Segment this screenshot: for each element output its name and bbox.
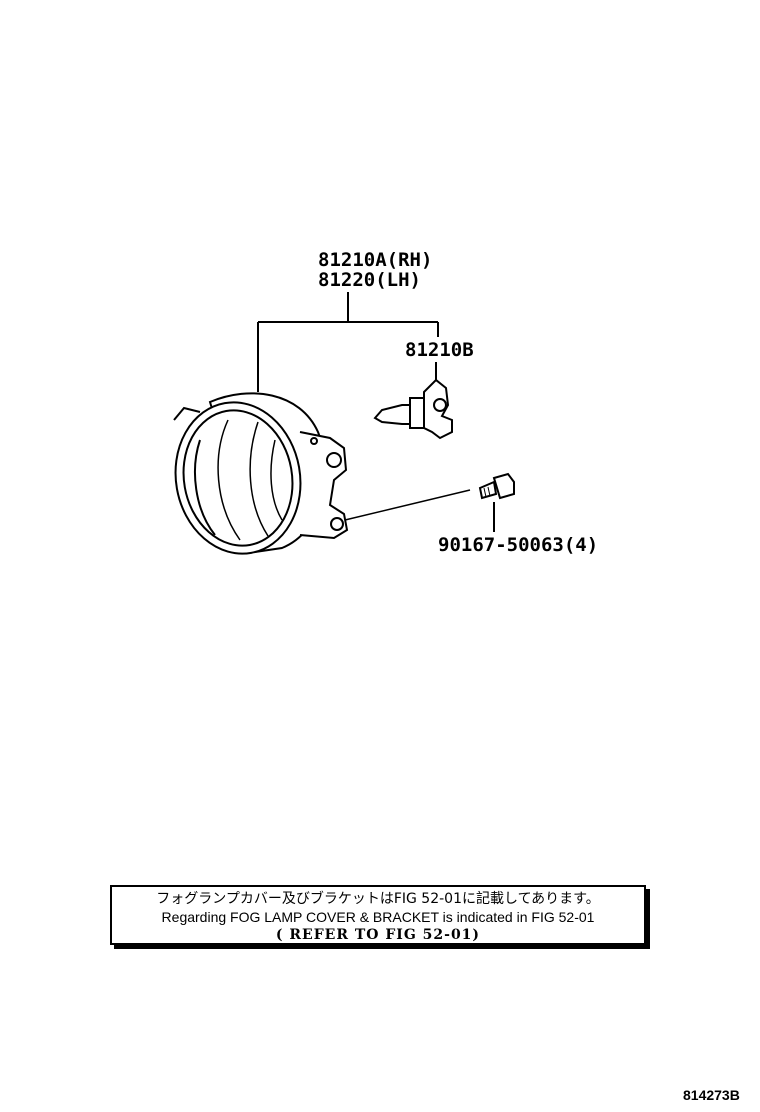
screw-drawing [478, 472, 515, 500]
note-box: フォグランプカバー及びブラケットはFIG 52-01に記載してあります。 Reg… [110, 885, 646, 945]
part-label-bulb[interactable]: 81210B [405, 339, 474, 361]
part-label-fog-lamp-lh[interactable]: 81220(LH) [318, 269, 421, 291]
note-line-english: Regarding FOG LAMP COVER & BRACKET is in… [161, 909, 595, 925]
note-line-refer[interactable]: ( REFER TO FIG 52-01) [275, 927, 481, 943]
bulb-drawing [373, 378, 453, 440]
part-label-screw[interactable]: 90167-50063(4) [438, 534, 598, 556]
part-label-fog-lamp-rh[interactable]: 81210A(RH) [318, 249, 432, 271]
leader-lines [257, 292, 495, 532]
figure-id: 814273B [683, 1087, 740, 1103]
fog-lamp-drawing [173, 392, 349, 555]
note-line-japanese: フォグランプカバー及びブラケットはFIG 52-01に記載してあります。 [156, 891, 600, 907]
